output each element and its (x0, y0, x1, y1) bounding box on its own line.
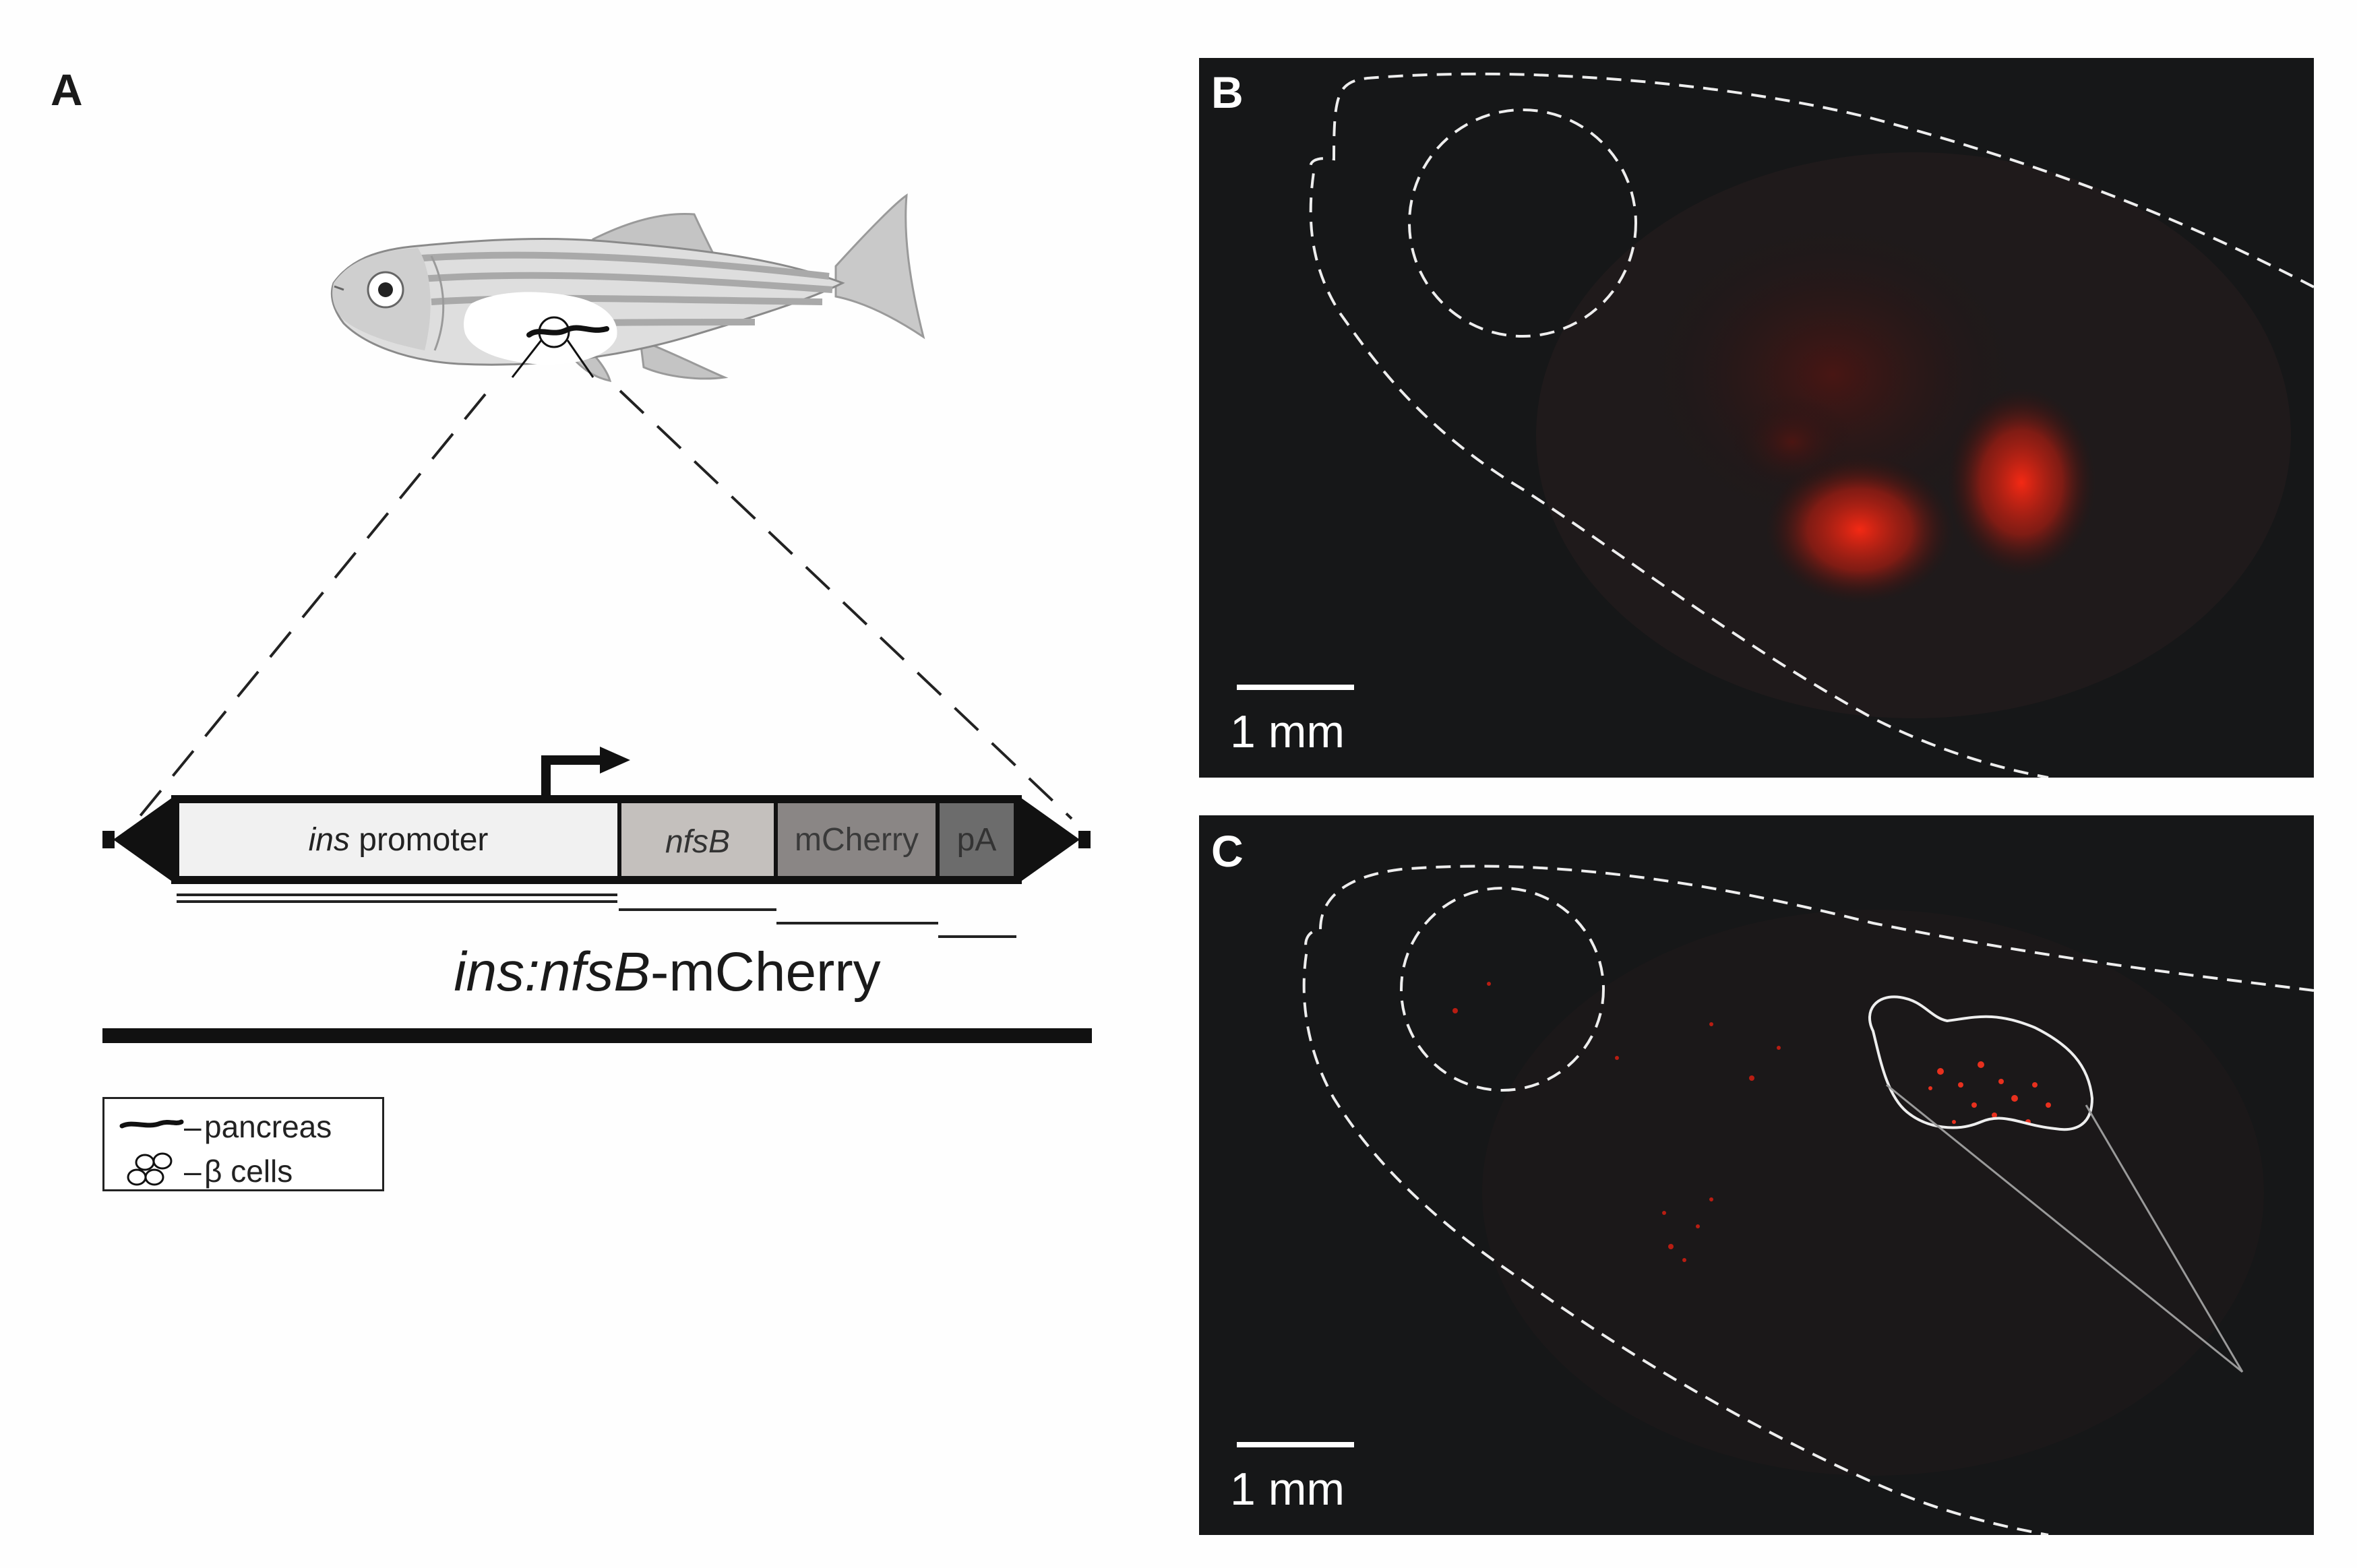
construct-segment-pa (940, 803, 1014, 876)
panel-c-image (1237, 865, 2314, 1535)
right-arm-icon (1019, 796, 1080, 883)
scale-bar (1237, 685, 1354, 690)
eye-outline (1408, 108, 1637, 338)
zebrafish-illustration (330, 193, 925, 382)
islet-outline (1868, 995, 2094, 1131)
legend-row-pancreas: – pancreas (104, 1106, 382, 1146)
panel-b-micrograph: 1 mm (1199, 58, 2314, 778)
pancreas-icon (119, 1119, 184, 1129)
panel-c-micrograph: 1 mm (1199, 815, 2314, 1535)
eye-outline (1400, 887, 1605, 1092)
fluorescence-region (1947, 388, 2095, 577)
panel-label-c: C (1211, 826, 1244, 876)
segment-underlines (177, 893, 1016, 938)
scale-bar (1237, 1442, 1354, 1447)
segment-label-pa: pA (957, 822, 997, 858)
construct-segment-mcherry (778, 803, 936, 876)
panel-b-image (1237, 72, 2314, 778)
segment-label-nfsb: nfsB (665, 824, 730, 860)
head-outline (1302, 865, 2314, 1535)
segment-label-mcherry: mCherry (795, 822, 919, 858)
beta-cells-icon (127, 1152, 173, 1186)
construct-title: ins:nfsB-mCherry (454, 941, 880, 1003)
construct-rule (102, 1028, 1092, 1043)
zoom-line-right (619, 389, 1073, 820)
legend: – pancreas – β cells (102, 1097, 384, 1191)
fluorescent-specks (1452, 982, 1781, 1262)
construct-segment-promoter (179, 803, 617, 876)
legend-row-beta-cells: – β cells (104, 1150, 382, 1191)
legend-label-pancreas: pancreas (204, 1109, 332, 1144)
panel-a-diagram: ins promoter nfsB mCherry pA ins:nfsB-mC… (102, 193, 1092, 1043)
left-arm-icon (113, 796, 174, 883)
legend-dash: – (184, 1109, 202, 1144)
head-outline (1309, 72, 2314, 778)
panel-label-b: B (1211, 67, 1244, 117)
zoom-line-left (120, 393, 487, 840)
construct-segment-nfsb (621, 803, 774, 876)
promoter-arrow-icon (541, 755, 607, 795)
scale-bar-label: 1 mm (1230, 1464, 1345, 1515)
beta-cell-specks (1928, 1061, 2051, 1125)
fluorescence-region (1765, 456, 1954, 604)
legend-dash: – (184, 1154, 202, 1189)
scale-bar-label: 1 mm (1230, 706, 1345, 757)
panel-label-a: A (51, 65, 83, 115)
legend-label-beta-cells: β cells (204, 1154, 293, 1189)
segment-label-promoter: ins promoter (309, 822, 489, 858)
